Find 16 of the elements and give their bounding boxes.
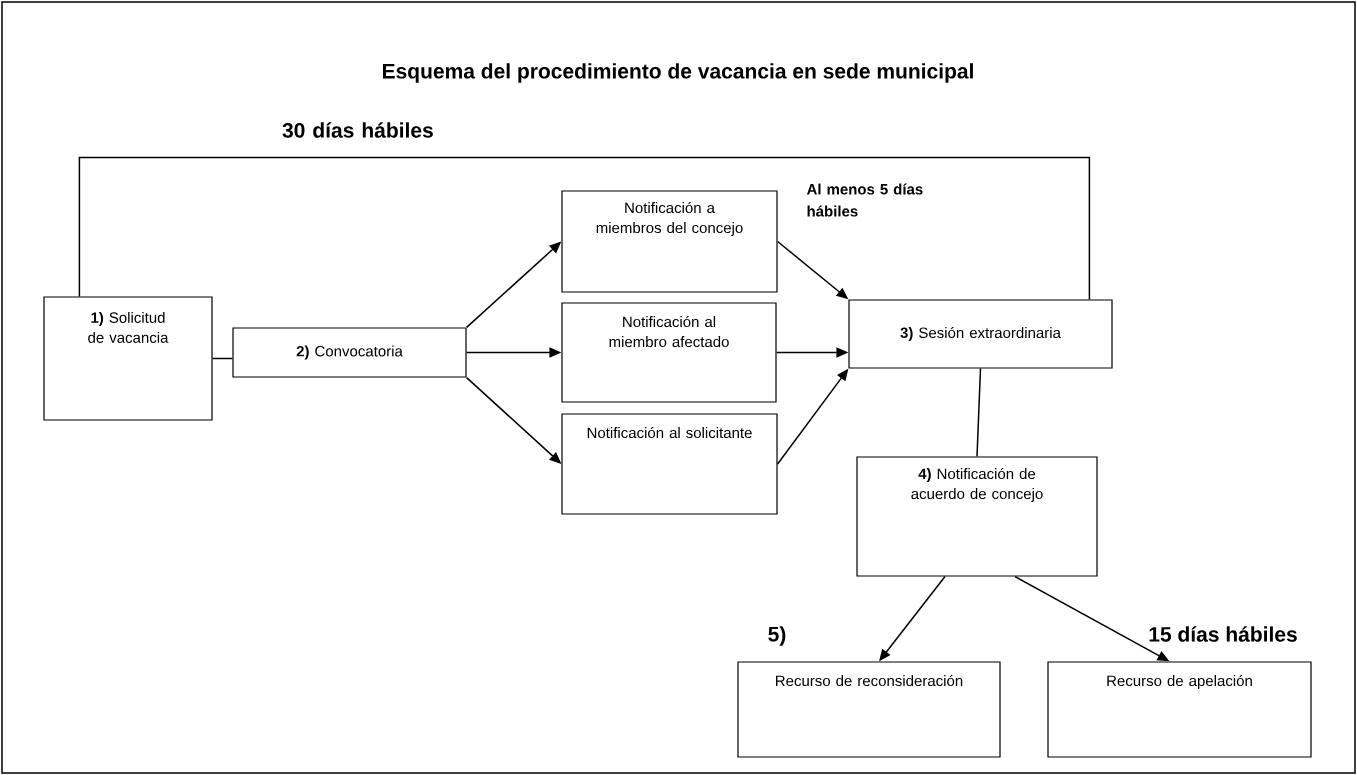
process-box: Notificación al solicitante <box>561 413 778 515</box>
process-box: Notificación a miembros del concejo <box>561 190 778 293</box>
edge-label: 30 días hábiles <box>282 122 433 138</box>
diagram-title: Esquema del procedimiento de vacancia en sede municipal <box>383 63 973 83</box>
process-box: 1) Solicitud de vacancia <box>43 296 213 421</box>
process-box: Recurso de reconsideración <box>737 661 1001 758</box>
process-box: Recurso de apelación <box>1047 661 1312 758</box>
process-box: 2) Convocatoria <box>232 327 467 378</box>
connector-line <box>78 156 1091 301</box>
edge-label: Al menos 5 días hábiles <box>806 183 923 217</box>
connector-line <box>211 357 234 360</box>
process-box: 3) Sesión extraordinaria <box>848 299 1113 369</box>
process-box: 4) Notificación de acuerdo de concejo <box>856 456 1098 577</box>
process-box: Notificación al miembro afectado <box>561 302 777 403</box>
step-label: 15 días hábiles <box>1149 626 1297 642</box>
connector-line <box>976 367 982 458</box>
